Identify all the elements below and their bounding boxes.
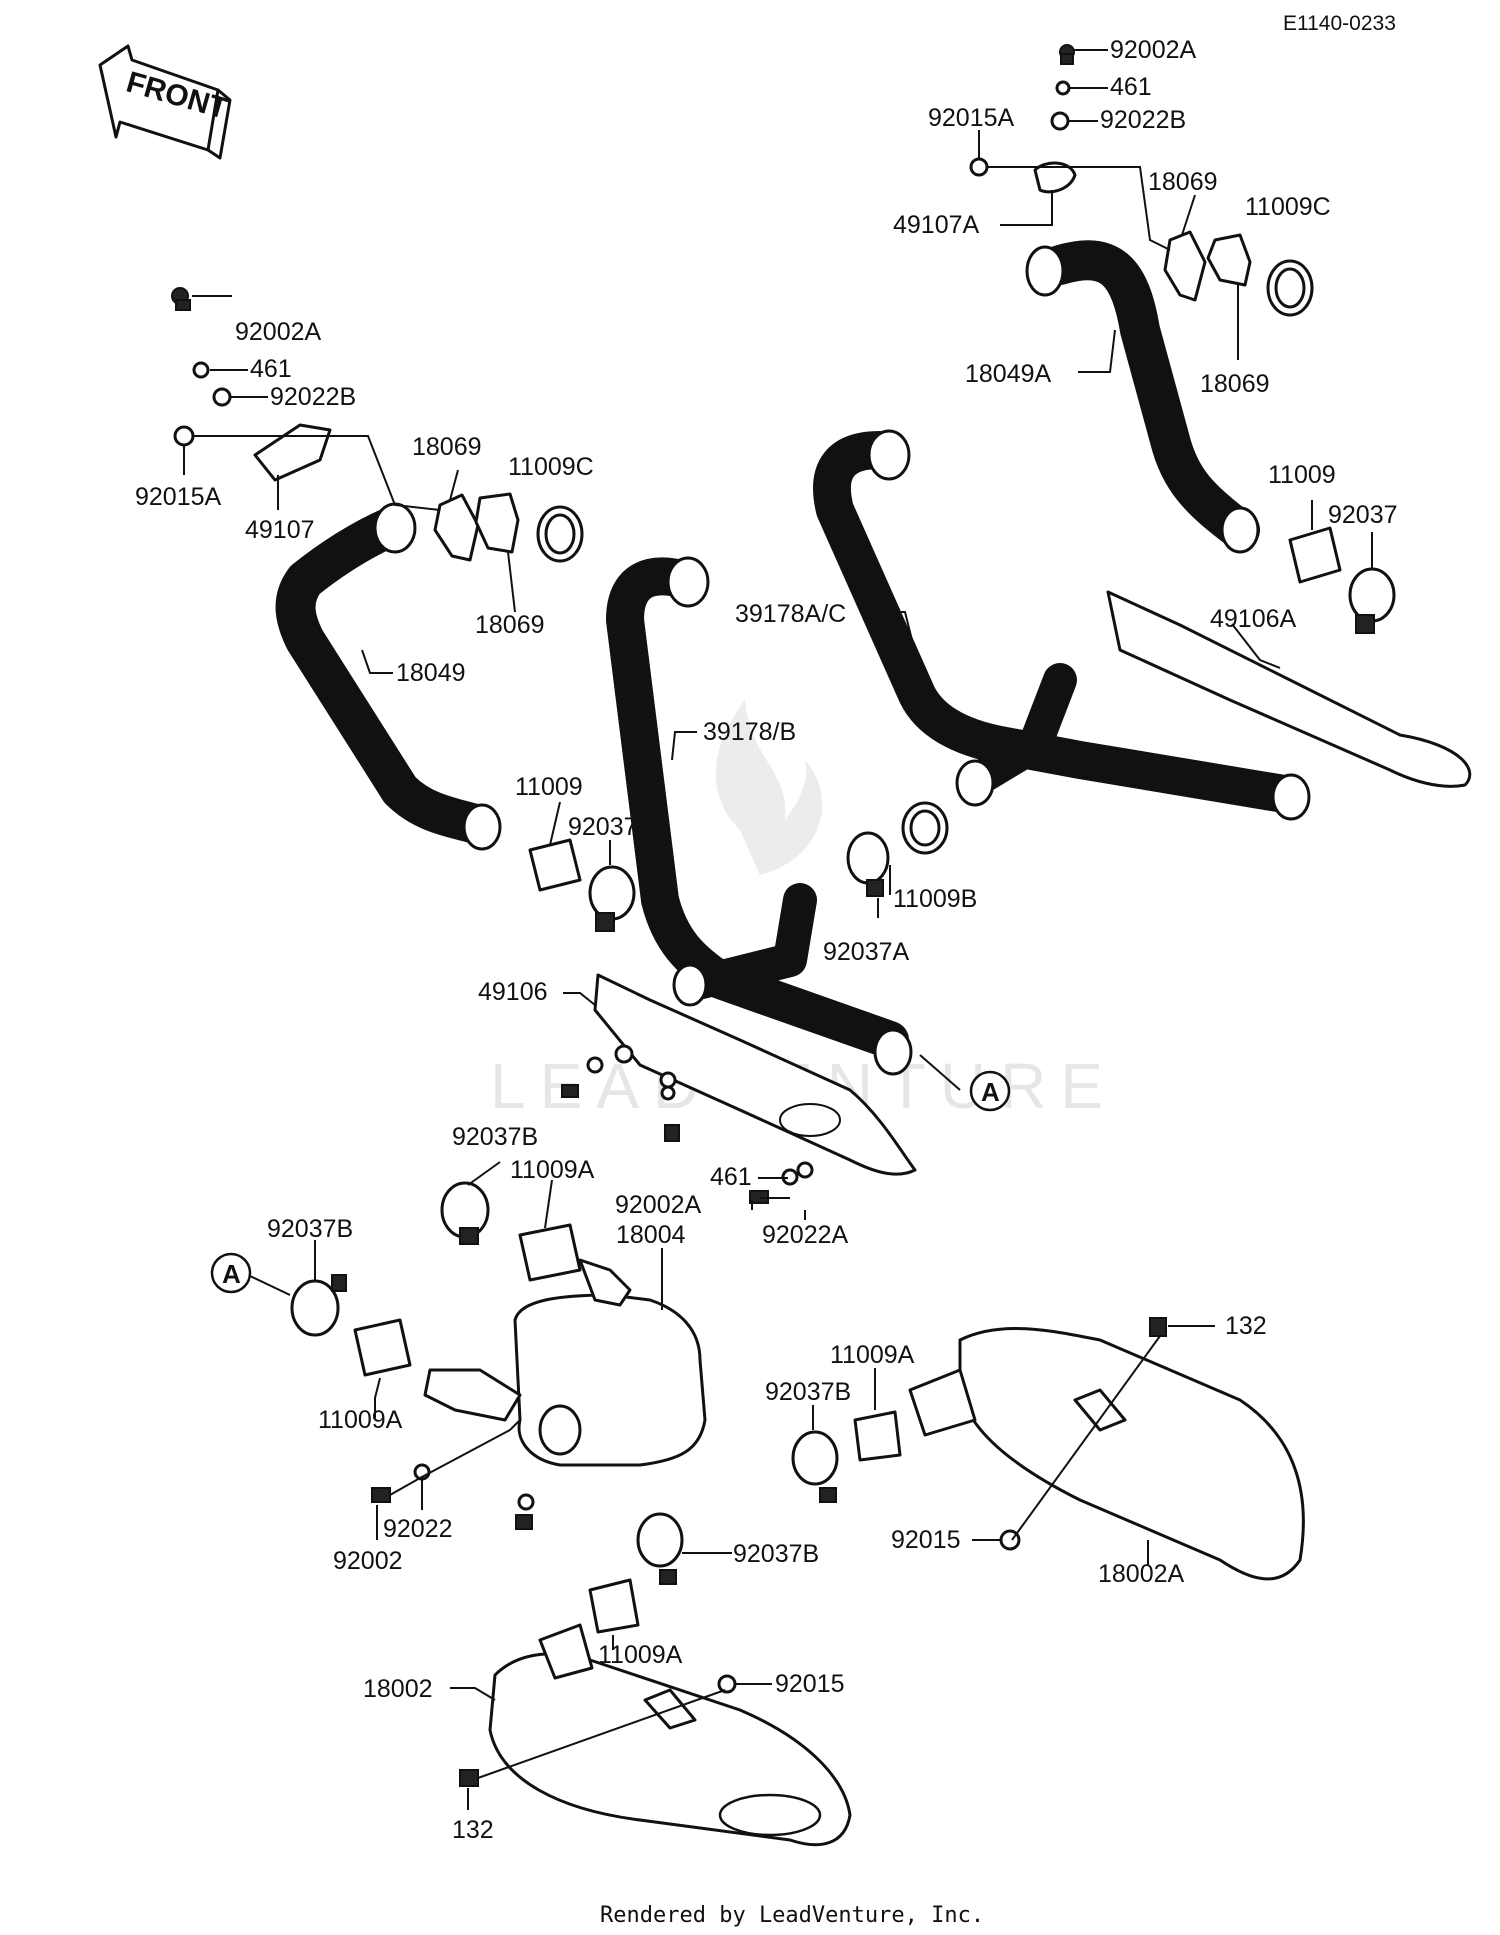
label-132: 132 bbox=[1225, 1312, 1267, 1340]
clamp-92037B-3 bbox=[791, 1430, 839, 1503]
label-92022B: 92022B bbox=[270, 383, 356, 411]
label-92015: 92015 bbox=[775, 1670, 845, 1698]
gasket-11009A-1 bbox=[518, 1223, 582, 1282]
label-92022A: 92022A bbox=[762, 1221, 849, 1249]
diagram-code: E1140-0233 bbox=[1283, 12, 1396, 35]
right-header-pipe-18049A bbox=[1025, 240, 1260, 554]
gasket-11009A-2 bbox=[353, 1318, 412, 1377]
washer-92022B-top bbox=[1050, 111, 1070, 131]
clamp-92037B-4 bbox=[636, 1512, 684, 1585]
svg-text:A: A bbox=[981, 1077, 1000, 1107]
washer-92022B-left bbox=[212, 387, 232, 407]
label-92037: 92037 bbox=[568, 813, 638, 841]
label-92002A: 92002A bbox=[1110, 36, 1197, 64]
label-92022B: 92022B bbox=[1100, 106, 1186, 134]
label-92002A: 92002A bbox=[615, 1191, 702, 1219]
label-92002: 92002 bbox=[333, 1547, 403, 1575]
label-18069: 18069 bbox=[1200, 370, 1270, 398]
footer-credit: Rendered by LeadVenture, Inc. bbox=[600, 1903, 984, 1928]
label-18069: 18069 bbox=[475, 611, 545, 639]
bolt-92002 bbox=[371, 1487, 391, 1503]
label-92037B: 92037B bbox=[267, 1215, 353, 1243]
label-49106A: 49106A bbox=[1210, 605, 1297, 633]
clamp-92037A bbox=[846, 831, 890, 897]
label-92037B: 92037B bbox=[765, 1378, 851, 1406]
chamber-18004 bbox=[423, 1258, 707, 1467]
label-18049: 18049 bbox=[396, 659, 466, 687]
bolt-132-right bbox=[1149, 1317, 1167, 1337]
nut-92015A-top bbox=[969, 157, 989, 177]
leader-lines bbox=[183, 49, 1373, 1810]
label-11009B: 11009B bbox=[893, 885, 977, 913]
gasket-11009-right bbox=[1288, 526, 1342, 584]
label-11009A: 11009A bbox=[318, 1406, 403, 1434]
label-132: 132 bbox=[452, 1816, 494, 1844]
label-18004: 18004 bbox=[616, 1221, 686, 1249]
label-461: 461 bbox=[1110, 73, 1152, 101]
label-39178AC: 39178A/C bbox=[735, 600, 846, 628]
washer-461-top bbox=[1055, 80, 1071, 96]
pipe-39178B bbox=[606, 556, 913, 1076]
holder-49107A bbox=[1033, 161, 1077, 194]
clamp-92037B-1 bbox=[440, 1181, 490, 1245]
label-18049A: 18049A bbox=[965, 360, 1052, 388]
svg-text:A: A bbox=[222, 1259, 241, 1289]
clamp-92037-right bbox=[1348, 567, 1396, 634]
flange-18069-left bbox=[433, 492, 520, 562]
callout-a-bottom: A bbox=[210, 1252, 252, 1294]
label-92015A: 92015A bbox=[135, 483, 222, 511]
label-92037A: 92037A bbox=[823, 938, 910, 966]
label-39178B: 39178/B bbox=[703, 718, 796, 746]
muffler-18002A bbox=[908, 1327, 1305, 1581]
bolt-132-bottom bbox=[459, 1769, 479, 1787]
callout-a-top: A bbox=[969, 1070, 1011, 1112]
washer-461-left bbox=[192, 361, 210, 379]
heat-shield-49106 bbox=[593, 973, 917, 1176]
nut-92015-bottom bbox=[717, 1674, 737, 1694]
label-92022: 92022 bbox=[383, 1515, 453, 1543]
label-11009A: 11009A bbox=[598, 1641, 683, 1669]
label-92015: 92015 bbox=[891, 1526, 961, 1554]
label-11009A: 11009A bbox=[830, 1341, 915, 1369]
front-arrow-icon: FRONT bbox=[98, 44, 232, 160]
label-18069: 18069 bbox=[1148, 168, 1218, 196]
label-11009: 11009 bbox=[1268, 461, 1336, 489]
label-461: 461 bbox=[250, 355, 292, 383]
holder-49107 bbox=[253, 423, 332, 482]
pipe-39178AC bbox=[813, 429, 1311, 821]
nut-92015A-left bbox=[173, 425, 195, 447]
label-92037: 92037 bbox=[1328, 501, 1398, 529]
label-18002A: 18002A bbox=[1098, 1560, 1185, 1588]
label-11009C: 11009C bbox=[508, 453, 594, 481]
label-92037B: 92037B bbox=[452, 1123, 538, 1151]
label-18069: 18069 bbox=[412, 433, 482, 461]
label-461: 461 bbox=[710, 1163, 752, 1191]
label-92015A: 92015A bbox=[928, 104, 1015, 132]
part-labels: 92002A 461 92022B 92015A 49107A 18069 11… bbox=[135, 36, 1398, 1844]
label-92037B: 92037B bbox=[733, 1540, 819, 1568]
label-11009A: 11009A bbox=[510, 1156, 595, 1184]
clamp-92037B-2 bbox=[290, 1274, 347, 1337]
muffler-18002 bbox=[488, 1623, 852, 1847]
label-11009C: 11009C bbox=[1245, 193, 1331, 221]
gasket-11009C-left bbox=[536, 505, 584, 563]
gasket-11009A-3 bbox=[853, 1410, 902, 1462]
clamp-92037-left bbox=[588, 865, 636, 932]
flange-18069-right bbox=[1163, 230, 1252, 302]
gasket-11009-left bbox=[528, 838, 582, 892]
gasket-11009C-right bbox=[1266, 259, 1314, 317]
label-49107A: 49107A bbox=[893, 211, 980, 239]
label-18002: 18002 bbox=[363, 1675, 433, 1703]
gasket-11009A-4 bbox=[588, 1578, 640, 1634]
label-49107: 49107 bbox=[245, 516, 315, 544]
heat-shield-49106A bbox=[1106, 590, 1472, 788]
label-92002A: 92002A bbox=[235, 318, 322, 346]
label-11009: 11009 bbox=[515, 773, 583, 801]
gasket-11009B bbox=[901, 801, 949, 855]
label-49106: 49106 bbox=[478, 978, 548, 1006]
